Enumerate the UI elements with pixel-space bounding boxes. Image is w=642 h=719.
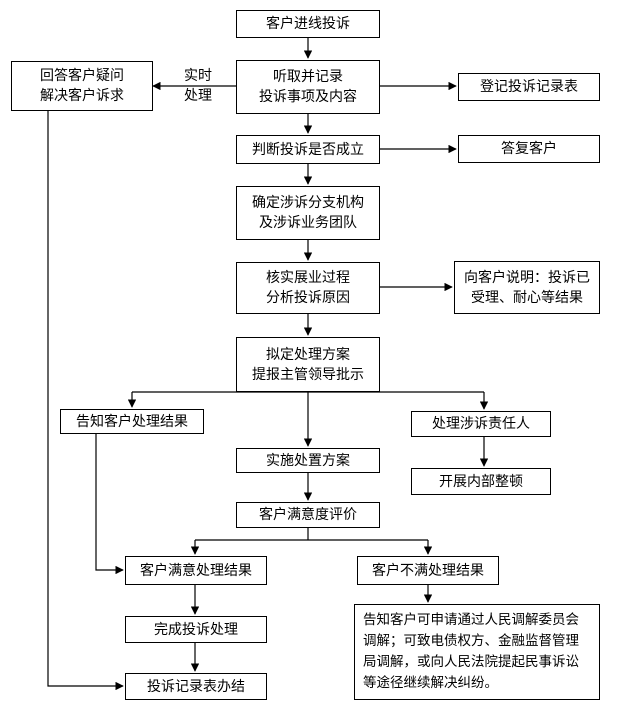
node-archive-label: 投诉记录表办结 <box>147 678 245 695</box>
node-answer-label: 回答客户疑问 解决客户诉求 <box>40 68 124 104</box>
node-reply: 答复客户 <box>458 135 600 163</box>
node-rectify-label: 开展内部整顿 <box>439 473 523 490</box>
node-unsatisfied: 客户不满处理结果 <box>357 556 499 585</box>
node-start: 客户进线投诉 <box>236 10 380 38</box>
node-listen: 听取并记录 投诉事项及内容 <box>236 60 380 114</box>
node-handle-person-label: 处理涉诉责任人 <box>432 416 530 432</box>
node-plan-label: 拟定处理方案 提报主管领导批示 <box>252 346 364 383</box>
arrow-answer-archive <box>47 111 124 691</box>
node-register-label: 登记投诉记录表 <box>480 79 578 95</box>
node-judge-label: 判断投诉是否成立 <box>252 141 364 158</box>
node-verify-label: 核实展业过程 分析投诉原因 <box>266 270 350 306</box>
node-judge: 判断投诉是否成立 <box>236 135 380 164</box>
node-satisfied-label: 客户满意处理结果 <box>140 562 252 579</box>
node-handle-person: 处理涉诉责任人 <box>411 411 551 437</box>
node-unsatisfied-label: 客户不满处理结果 <box>372 562 484 579</box>
edge-label-realtime: 实时 处理 <box>184 68 212 104</box>
node-verify: 核实展业过程 分析投诉原因 <box>236 262 380 314</box>
node-evaluate-label: 客户满意度评价 <box>259 507 357 523</box>
node-plan: 拟定处理方案 提报主管领导批示 <box>236 337 380 392</box>
node-satisfied: 客户满意处理结果 <box>125 556 267 585</box>
node-notify: 告知客户处理结果 <box>60 409 204 434</box>
node-complete-label: 完成投诉处理 <box>154 621 238 638</box>
node-rectify: 开展内部整顿 <box>411 468 551 495</box>
arrow-notify-satisfied <box>95 434 124 575</box>
node-answer: 回答客户疑问 解决客户诉求 <box>11 61 153 111</box>
node-notify-label: 告知客户处理结果 <box>76 413 188 430</box>
node-confirm: 确定涉诉分支机构 及涉诉业务团队 <box>236 186 380 240</box>
node-explain-label: 向客户说明：投诉已 受理、耐心等结果 <box>464 269 590 306</box>
node-confirm-label: 确定涉诉分支机构 及涉诉业务团队 <box>252 195 364 231</box>
node-advise: 告知客户可申请通过人民调解委员会调解；可致电债权方、金融监督管理局调解，或向人民… <box>354 604 600 700</box>
node-archive: 投诉记录表办结 <box>125 673 267 700</box>
node-reply-label: 答复客户 <box>501 141 557 157</box>
node-advise-label: 告知客户可申请通过人民调解委员会调解；可致电债权方、金融监督管理局调解，或向人民… <box>363 612 579 691</box>
node-implement: 实施处置方案 <box>236 448 380 473</box>
node-implement-label: 实施处置方案 <box>266 452 350 469</box>
node-evaluate: 客户满意度评价 <box>236 502 380 528</box>
node-complete: 完成投诉处理 <box>125 616 267 643</box>
node-listen-label: 听取并记录 投诉事项及内容 <box>259 69 357 105</box>
node-explain: 向客户说明：投诉已 受理、耐心等结果 <box>454 261 600 314</box>
node-start-label: 客户进线投诉 <box>266 16 350 32</box>
node-register: 登记投诉记录表 <box>458 73 600 101</box>
